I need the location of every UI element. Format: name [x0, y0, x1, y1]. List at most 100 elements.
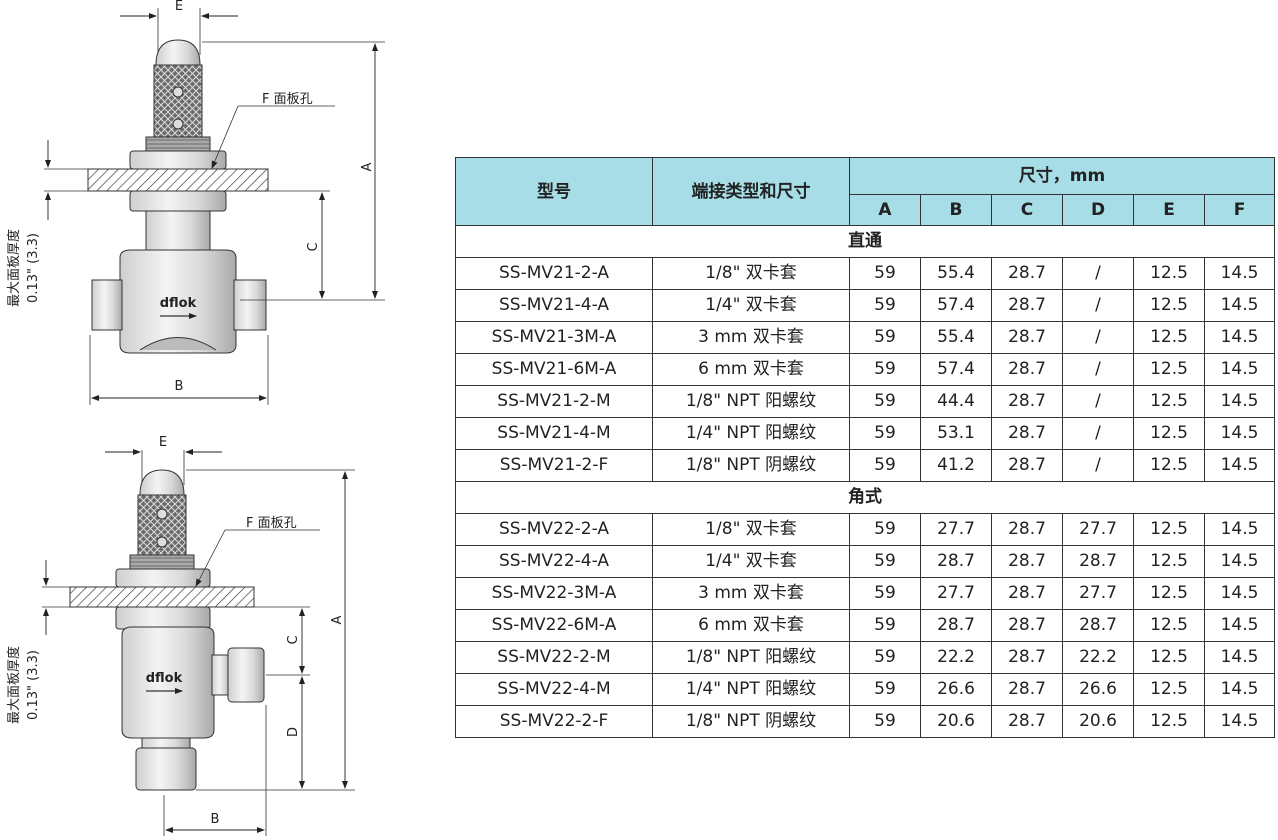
dim-cell: /	[1062, 353, 1134, 386]
model-cell: SS-MV22-2-A	[455, 513, 653, 546]
section-title: 角式	[454, 481, 1276, 514]
dim-cell: 28.7	[991, 705, 1063, 738]
dim-cell: 59	[849, 577, 921, 610]
dim-cell: /	[1062, 417, 1134, 450]
dim-cell: 12.5	[1133, 545, 1205, 578]
dim-cell: 59	[849, 385, 921, 418]
dim-c-label-top: C	[306, 242, 321, 251]
dim-cell: 59	[849, 289, 921, 322]
dim-cell: 59	[849, 353, 921, 386]
angle-valve-view: E dflok F 面板孔 A C	[6, 435, 355, 836]
end-type-cell: 1/8" 双卡套	[652, 513, 850, 546]
end-type-cell: 6 mm 双卡套	[652, 609, 850, 642]
dim-cell: 44.4	[920, 385, 992, 418]
model-cell: SS-MV22-2-M	[455, 641, 653, 674]
dim-cell: 14.5	[1203, 449, 1276, 482]
dim-cell: 12.5	[1133, 641, 1205, 674]
dim-cell: 59	[849, 609, 921, 642]
max-thickness-value-bottom: 0.13" (3.3)	[26, 650, 41, 720]
end-type-cell: 1/4" NPT 阳螺纹	[652, 417, 850, 450]
dim-cell: 53.1	[920, 417, 992, 450]
dim-cell: /	[1062, 385, 1134, 418]
dim-cell: 27.7	[920, 513, 992, 546]
dim-cell: 28.7	[991, 513, 1063, 546]
header-dim-d: D	[1062, 194, 1134, 226]
max-thickness-label-bottom: 最大面板厚度	[6, 646, 22, 724]
dim-cell: 12.5	[1133, 577, 1205, 610]
model-cell: SS-MV21-4-A	[455, 289, 653, 322]
dim-cell: /	[1062, 257, 1134, 290]
dim-cell: 26.6	[1062, 673, 1134, 706]
header-model: 型号	[455, 157, 653, 226]
end-type-cell: 1/4" NPT 阳螺纹	[652, 673, 850, 706]
dim-b-label-top: B	[175, 379, 184, 394]
dim-cell: 12.5	[1133, 289, 1205, 322]
dim-cell: 28.7	[991, 545, 1063, 578]
dim-cell: 12.5	[1133, 417, 1205, 450]
dim-cell: 59	[849, 673, 921, 706]
end-type-cell: 1/4" 双卡套	[652, 545, 850, 578]
dim-cell: 28.7	[991, 577, 1063, 610]
dim-a-label-top: A	[360, 162, 375, 171]
dim-cell: 14.5	[1203, 673, 1276, 706]
dim-cell: 14.5	[1203, 609, 1276, 642]
dim-cell: 12.5	[1133, 609, 1205, 642]
header-dim-a: A	[849, 194, 921, 226]
dim-e-label-bottom: E	[159, 435, 167, 450]
dim-b-label-bottom: B	[211, 812, 220, 827]
dim-cell: 12.5	[1133, 449, 1205, 482]
straight-valve-view: E dflok F 面板孔 A C	[6, 0, 385, 405]
dim-cell: 14.5	[1203, 641, 1276, 674]
end-type-cell: 1/8" NPT 阴螺纹	[652, 705, 850, 738]
dim-cell: 20.6	[920, 705, 992, 738]
dim-cell: 59	[849, 257, 921, 290]
dim-cell: 12.5	[1133, 385, 1205, 418]
dim-cell: 14.5	[1203, 545, 1276, 578]
header-dimensions: 尺寸，mm	[848, 157, 1276, 195]
dim-cell: 14.5	[1203, 417, 1276, 450]
dim-d-label-bottom: D	[286, 727, 301, 737]
end-type-cell: 3 mm 双卡套	[652, 577, 850, 610]
dim-cell: 14.5	[1203, 289, 1276, 322]
dim-e-label: E	[175, 0, 183, 14]
dim-cell: 27.7	[1062, 577, 1134, 610]
dim-cell: 14.5	[1203, 577, 1276, 610]
header-dim-e: E	[1133, 194, 1205, 226]
dim-cell: 26.6	[920, 673, 992, 706]
header-dim-b: B	[920, 194, 992, 226]
dim-cell: 28.7	[991, 673, 1063, 706]
end-type-cell: 1/8" NPT 阴螺纹	[652, 449, 850, 482]
dim-cell: 12.5	[1133, 513, 1205, 546]
end-type-cell: 1/8" NPT 阳螺纹	[652, 641, 850, 674]
dim-cell: 59	[849, 449, 921, 482]
dim-cell: 41.2	[920, 449, 992, 482]
end-type-cell: 3 mm 双卡套	[652, 321, 850, 354]
dim-cell: /	[1062, 321, 1134, 354]
dim-cell: 55.4	[920, 257, 992, 290]
dim-cell: 59	[849, 321, 921, 354]
panel-hole-label-bottom: F 面板孔	[246, 516, 297, 531]
dim-cell: 22.2	[920, 641, 992, 674]
dim-cell: 14.5	[1203, 385, 1276, 418]
dim-cell: 57.4	[920, 289, 992, 322]
dim-cell: 28.7	[1062, 609, 1134, 642]
header-dim-f: F	[1203, 194, 1276, 226]
dim-cell: 28.7	[991, 449, 1063, 482]
dim-cell: /	[1062, 449, 1134, 482]
model-cell: SS-MV22-4-M	[455, 673, 653, 706]
dim-cell: 57.4	[920, 353, 992, 386]
dim-cell: 14.5	[1203, 321, 1276, 354]
dim-cell: 28.7	[991, 321, 1063, 354]
dim-cell: 28.7	[991, 257, 1063, 290]
end-type-cell: 1/4" 双卡套	[652, 289, 850, 322]
dim-cell: 28.7	[991, 353, 1063, 386]
